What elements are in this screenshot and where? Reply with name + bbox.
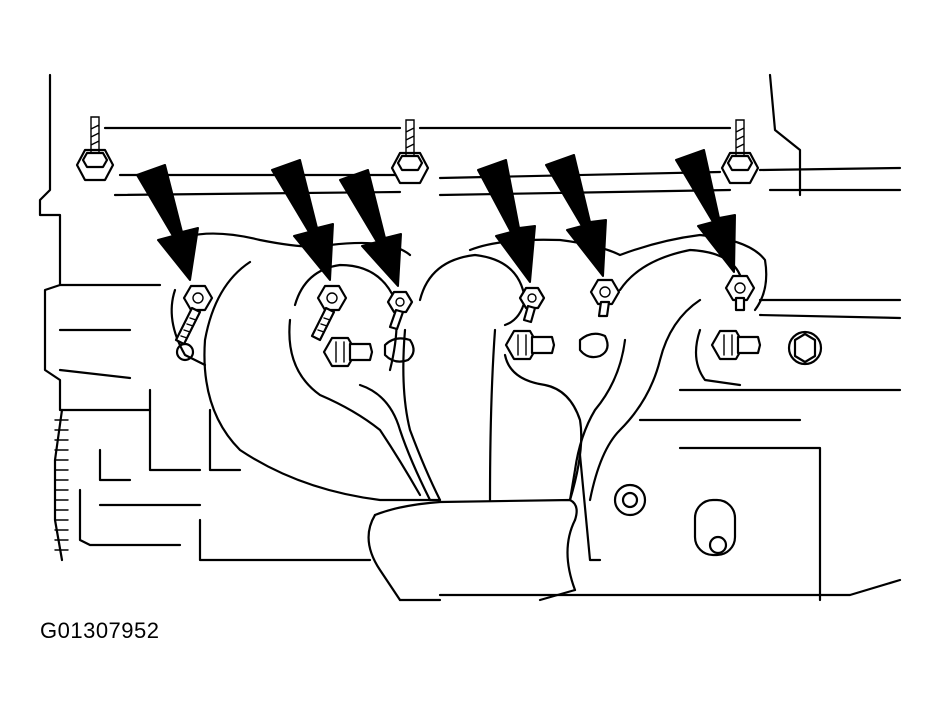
arrow-4 bbox=[477, 159, 536, 283]
manifold-runners bbox=[203, 248, 742, 602]
arrow-3 bbox=[339, 169, 402, 287]
lower-stud-nuts bbox=[322, 329, 762, 368]
engine-block-outline bbox=[38, 73, 902, 602]
top-studs bbox=[75, 116, 760, 185]
arrow-5 bbox=[545, 154, 607, 277]
pointer-arrows bbox=[136, 149, 736, 287]
figure-id-label: G01307952 bbox=[40, 618, 160, 643]
arrow-2 bbox=[271, 159, 334, 281]
arrow-1 bbox=[136, 164, 199, 281]
arrow-6 bbox=[675, 149, 736, 273]
manifold-bolts bbox=[174, 274, 756, 346]
